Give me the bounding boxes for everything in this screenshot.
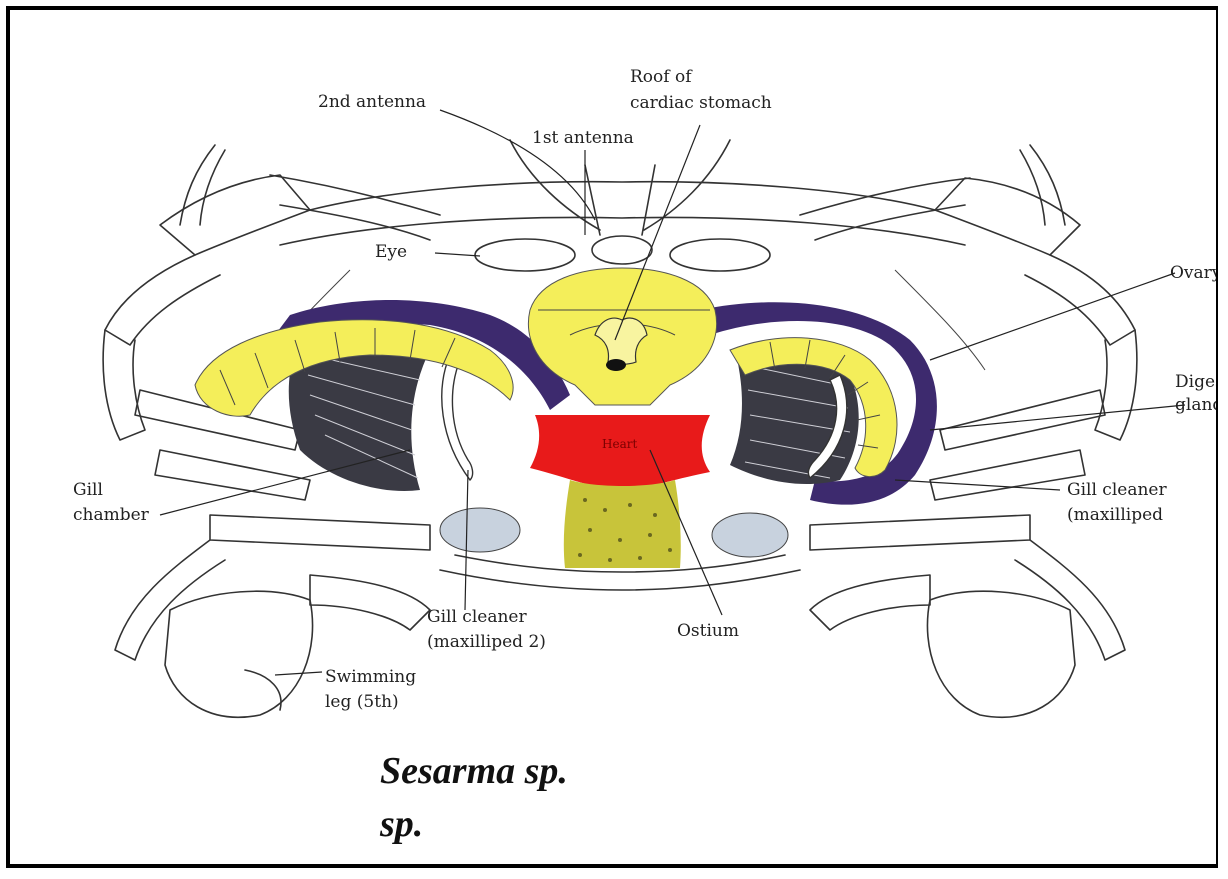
maxilliped-base-left: [440, 508, 520, 552]
caption-sp: sp.: [380, 805, 423, 843]
figure-frame: Heart 2nd antenna Roof of cardiac stomac…: [6, 6, 1218, 868]
label-digestive-gland-2: gland: [1175, 395, 1218, 415]
label-swimming-leg-1: Swimming: [325, 667, 416, 687]
heart-label: Heart: [602, 437, 637, 451]
label-roof-cardiac-1: Roof of: [630, 67, 693, 87]
label-gill-cleaner-right-1: Gill cleaner: [1067, 480, 1167, 500]
label-digestive-gland-1: Diges: [1175, 372, 1218, 392]
heart: [530, 415, 710, 490]
label-swimming-leg-2: leg (5th): [325, 692, 399, 712]
label-gill-chamber-2: chamber: [73, 505, 150, 525]
label-gill-cleaner-right-2: (maxilliped: [1067, 505, 1163, 525]
label-gill-cleaner-2-1: Gill cleaner: [427, 607, 527, 627]
label-eye: Eye: [375, 242, 407, 262]
caption-species: Sesarma sp.: [380, 752, 568, 790]
maxilliped-base-right: [712, 513, 788, 557]
label-gill-chamber-1: Gill: [73, 480, 103, 500]
label-ovary: Ovary: [1170, 263, 1218, 283]
gill-cleaner-left: [442, 355, 473, 480]
label-gill-cleaner-2-2: (maxilliped 2): [427, 632, 546, 652]
crab-anatomy-diagram: Heart 2nd antenna Roof of cardiac stomac…: [10, 10, 1218, 868]
label-1st-antenna: 1st antenna: [532, 128, 634, 148]
label-2nd-antenna: 2nd antenna: [318, 92, 426, 112]
label-roof-cardiac-2: cardiac stomach: [630, 93, 772, 113]
label-ostium: Ostium: [677, 621, 739, 641]
